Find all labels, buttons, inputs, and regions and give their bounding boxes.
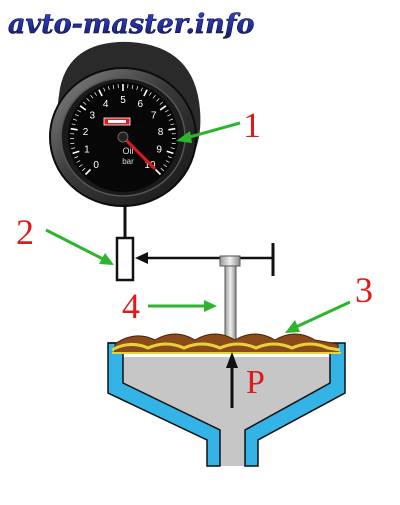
gauge-tick: [159, 105, 167, 111]
gauge-tick: [166, 150, 174, 155]
gauge-tick: [78, 164, 83, 168]
gauge-tick: [94, 92, 97, 96]
pointer-arrow-3: [285, 300, 351, 333]
chamber-wall-right: [244, 342, 346, 467]
callout-1-gauge: 1: [243, 105, 261, 145]
rod-shaft: [224, 265, 237, 341]
gauge-scale-number: 0: [93, 160, 99, 171]
pressure-arrow: [226, 352, 238, 408]
gauge-tick: [171, 142, 176, 144]
gauge-tick: [168, 118, 174, 121]
gauge-tick: [170, 147, 175, 149]
diaphragm-body: [114, 333, 339, 354]
gauge-tick: [82, 101, 87, 105]
callout-3-diaphragm: 3: [355, 270, 373, 310]
gauge-tick: [77, 109, 81, 113]
push-rod: [219, 255, 241, 341]
gauge-tick: [74, 156, 79, 159]
gauge-tick: [70, 142, 75, 144]
gauge-tick: [168, 127, 176, 131]
gauge-scale-number: 3: [90, 111, 96, 122]
gauge-tick: [79, 105, 87, 111]
gauge-center-text-oil: Oil: [123, 146, 134, 156]
gauge-tick: [163, 164, 168, 168]
diaphragm-yellow-wave: [111, 342, 341, 352]
pointer-arrow-1: [176, 121, 241, 143]
pointer-arrow-2: [45, 228, 114, 265]
gauge-tick: [170, 123, 175, 126]
lever-linkage: [135, 243, 275, 276]
gauge-tick: [103, 87, 106, 92]
callout-4-rod: 4: [122, 286, 140, 326]
gauge-ticks: [69, 84, 177, 176]
gauge-tick: [143, 89, 148, 97]
diaphragm: [111, 333, 341, 354]
gauge-scale-number: 2: [83, 127, 89, 138]
gauge-tick: [112, 84, 115, 89]
gauge-tick: [154, 168, 162, 176]
lever-arrowhead: [135, 252, 148, 264]
rod-cap: [219, 255, 241, 267]
pressure-chamber: [107, 342, 346, 467]
gauge-tick: [72, 150, 80, 155]
gauge-tick: [131, 84, 134, 89]
sensor-box: [115, 236, 135, 282]
gauge-tick: [156, 98, 160, 102]
pressure-arrow-head: [226, 352, 238, 368]
gauge-tick: [86, 98, 90, 102]
gauge-scale-number: 9: [156, 145, 162, 156]
gauge-scale-number: 5: [120, 95, 126, 106]
chamber-wall: [107, 342, 221, 467]
gauge-scale-number: 1: [84, 145, 90, 156]
gauge-tick: [149, 92, 152, 96]
gauge-tick: [136, 86, 139, 90]
gauge-tick: [70, 127, 78, 131]
gauge-tick: [98, 89, 103, 97]
callout-2-sensor: 2: [16, 212, 34, 252]
gauge-tick: [165, 109, 169, 113]
gauge-tick: [152, 94, 156, 99]
gauge-tick: [140, 87, 143, 92]
gauge-tick: [90, 94, 94, 99]
gauge-tick: [72, 118, 78, 121]
gauge-tick: [76, 160, 81, 163]
pressure-label: P: [246, 364, 265, 401]
gauge-needle-hub: [117, 131, 129, 143]
pointer-arrow-4: [148, 300, 217, 312]
gauge-scale-number: 6: [138, 99, 144, 110]
gauge-tick: [71, 147, 76, 149]
gauge-tick: [71, 123, 76, 126]
gauge-tick: [81, 167, 86, 172]
gauge-needle: [121, 135, 156, 170]
gauge-tick: [74, 114, 79, 117]
gauge-tick: [159, 101, 164, 105]
gauge-tick: [160, 167, 165, 172]
gauge-scale-number: 7: [151, 111, 157, 122]
gauge-tick: [84, 168, 92, 176]
gauge-scale-number: 4: [103, 99, 109, 110]
gauge-tick: [167, 156, 172, 159]
gauge-center-text-bar: bar: [122, 157, 134, 166]
watermark-text: avto-master.info: [8, 9, 254, 40]
gauge-tick: [167, 114, 172, 117]
chamber-fluid: [123, 357, 330, 466]
gauge-tick: [165, 160, 170, 163]
gauge-brand-badge-inner: [108, 120, 126, 123]
gauge-tick: [107, 86, 110, 90]
gauge-scale-number: 8: [158, 127, 164, 138]
pressure-gauge: 012345678910 Oil bar: [49, 41, 201, 207]
